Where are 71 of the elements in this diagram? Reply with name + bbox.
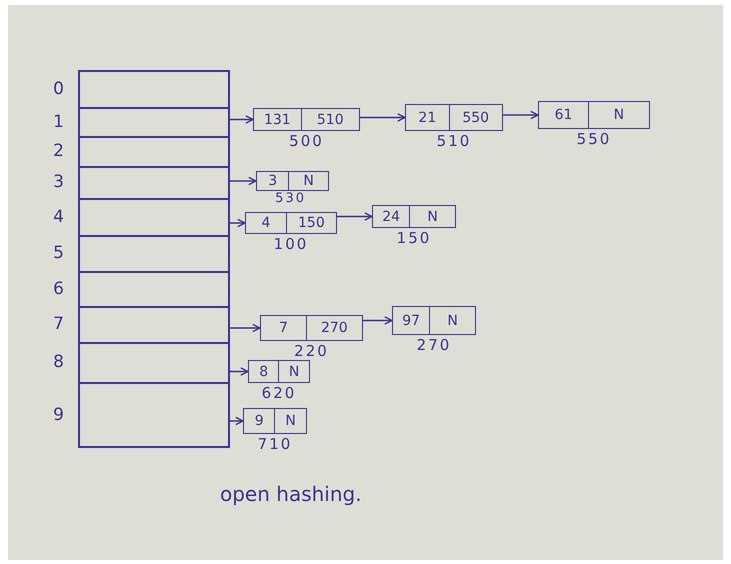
next-pointer: 510	[316, 110, 345, 130]
next-pointer: 550	[461, 108, 490, 128]
next-pointer: 270	[320, 319, 349, 338]
index-number: 7	[52, 316, 64, 333]
key-value: 61	[539, 102, 589, 128]
arrow	[230, 367, 249, 376]
table-slot	[78, 342, 230, 382]
key-value: 8	[249, 361, 280, 382]
table-slot	[78, 136, 230, 166]
arrow	[230, 176, 257, 186]
index-number: 5	[52, 245, 64, 262]
address-label: 220	[294, 344, 329, 359]
key-value: 131	[254, 109, 302, 130]
list-node	[372, 205, 456, 228]
key-value: 21	[406, 105, 450, 130]
address-label: 500	[289, 134, 324, 149]
key-value: 7	[261, 316, 307, 340]
index-number: 6	[52, 280, 64, 298]
key-value: 24	[373, 206, 410, 227]
index-number: 1	[52, 114, 64, 130]
address-label: 550	[576, 132, 612, 147]
list-node	[243, 408, 307, 434]
table-slot	[78, 166, 230, 198]
next-pointer: 150	[297, 214, 326, 233]
next-pointer: N	[612, 106, 626, 125]
table-slot	[78, 271, 230, 306]
next-pointer: N	[446, 312, 459, 330]
next-pointer: N	[302, 172, 315, 190]
table-slot	[78, 198, 230, 235]
index-number: 0	[52, 80, 64, 98]
arrow	[337, 212, 373, 221]
list-node	[405, 104, 503, 131]
table-slot	[78, 306, 230, 342]
arrow	[230, 115, 254, 124]
arrow	[230, 416, 244, 426]
table-slot	[78, 107, 230, 136]
list-node	[253, 108, 360, 131]
arrow	[360, 113, 406, 122]
next-pointer: N	[426, 208, 439, 226]
key-value: 97	[393, 307, 430, 334]
list-node	[392, 306, 476, 335]
table-slot	[78, 235, 230, 271]
index-number: 9	[52, 407, 64, 424]
address-label: 270	[416, 338, 452, 353]
index-number: 8	[52, 354, 64, 371]
address-label: 530	[275, 192, 306, 205]
arrow	[363, 316, 393, 325]
caption: open hashing.	[220, 482, 362, 506]
key-value: 3	[257, 172, 290, 190]
index-number: 2	[52, 143, 64, 160]
key-value: 4	[246, 213, 287, 233]
arrow	[230, 218, 246, 228]
address-label: 710	[258, 437, 292, 452]
arrow	[230, 324, 261, 332]
next-pointer: N	[288, 362, 300, 382]
list-node	[245, 212, 337, 234]
list-node	[538, 101, 650, 129]
key-value: 9	[244, 409, 276, 433]
list-node	[248, 360, 310, 383]
arrow	[503, 110, 539, 120]
next-pointer: N	[284, 412, 297, 431]
address-label: 150	[396, 231, 432, 246]
index-number: 3	[52, 174, 64, 191]
address-label: 100	[274, 237, 308, 252]
list-node	[260, 315, 363, 341]
address-label: 510	[436, 134, 472, 149]
index-number: 4	[52, 208, 64, 226]
address-label: 620	[262, 386, 296, 401]
list-node	[256, 171, 329, 191]
table-slot	[78, 382, 230, 448]
table-slot	[78, 70, 230, 107]
